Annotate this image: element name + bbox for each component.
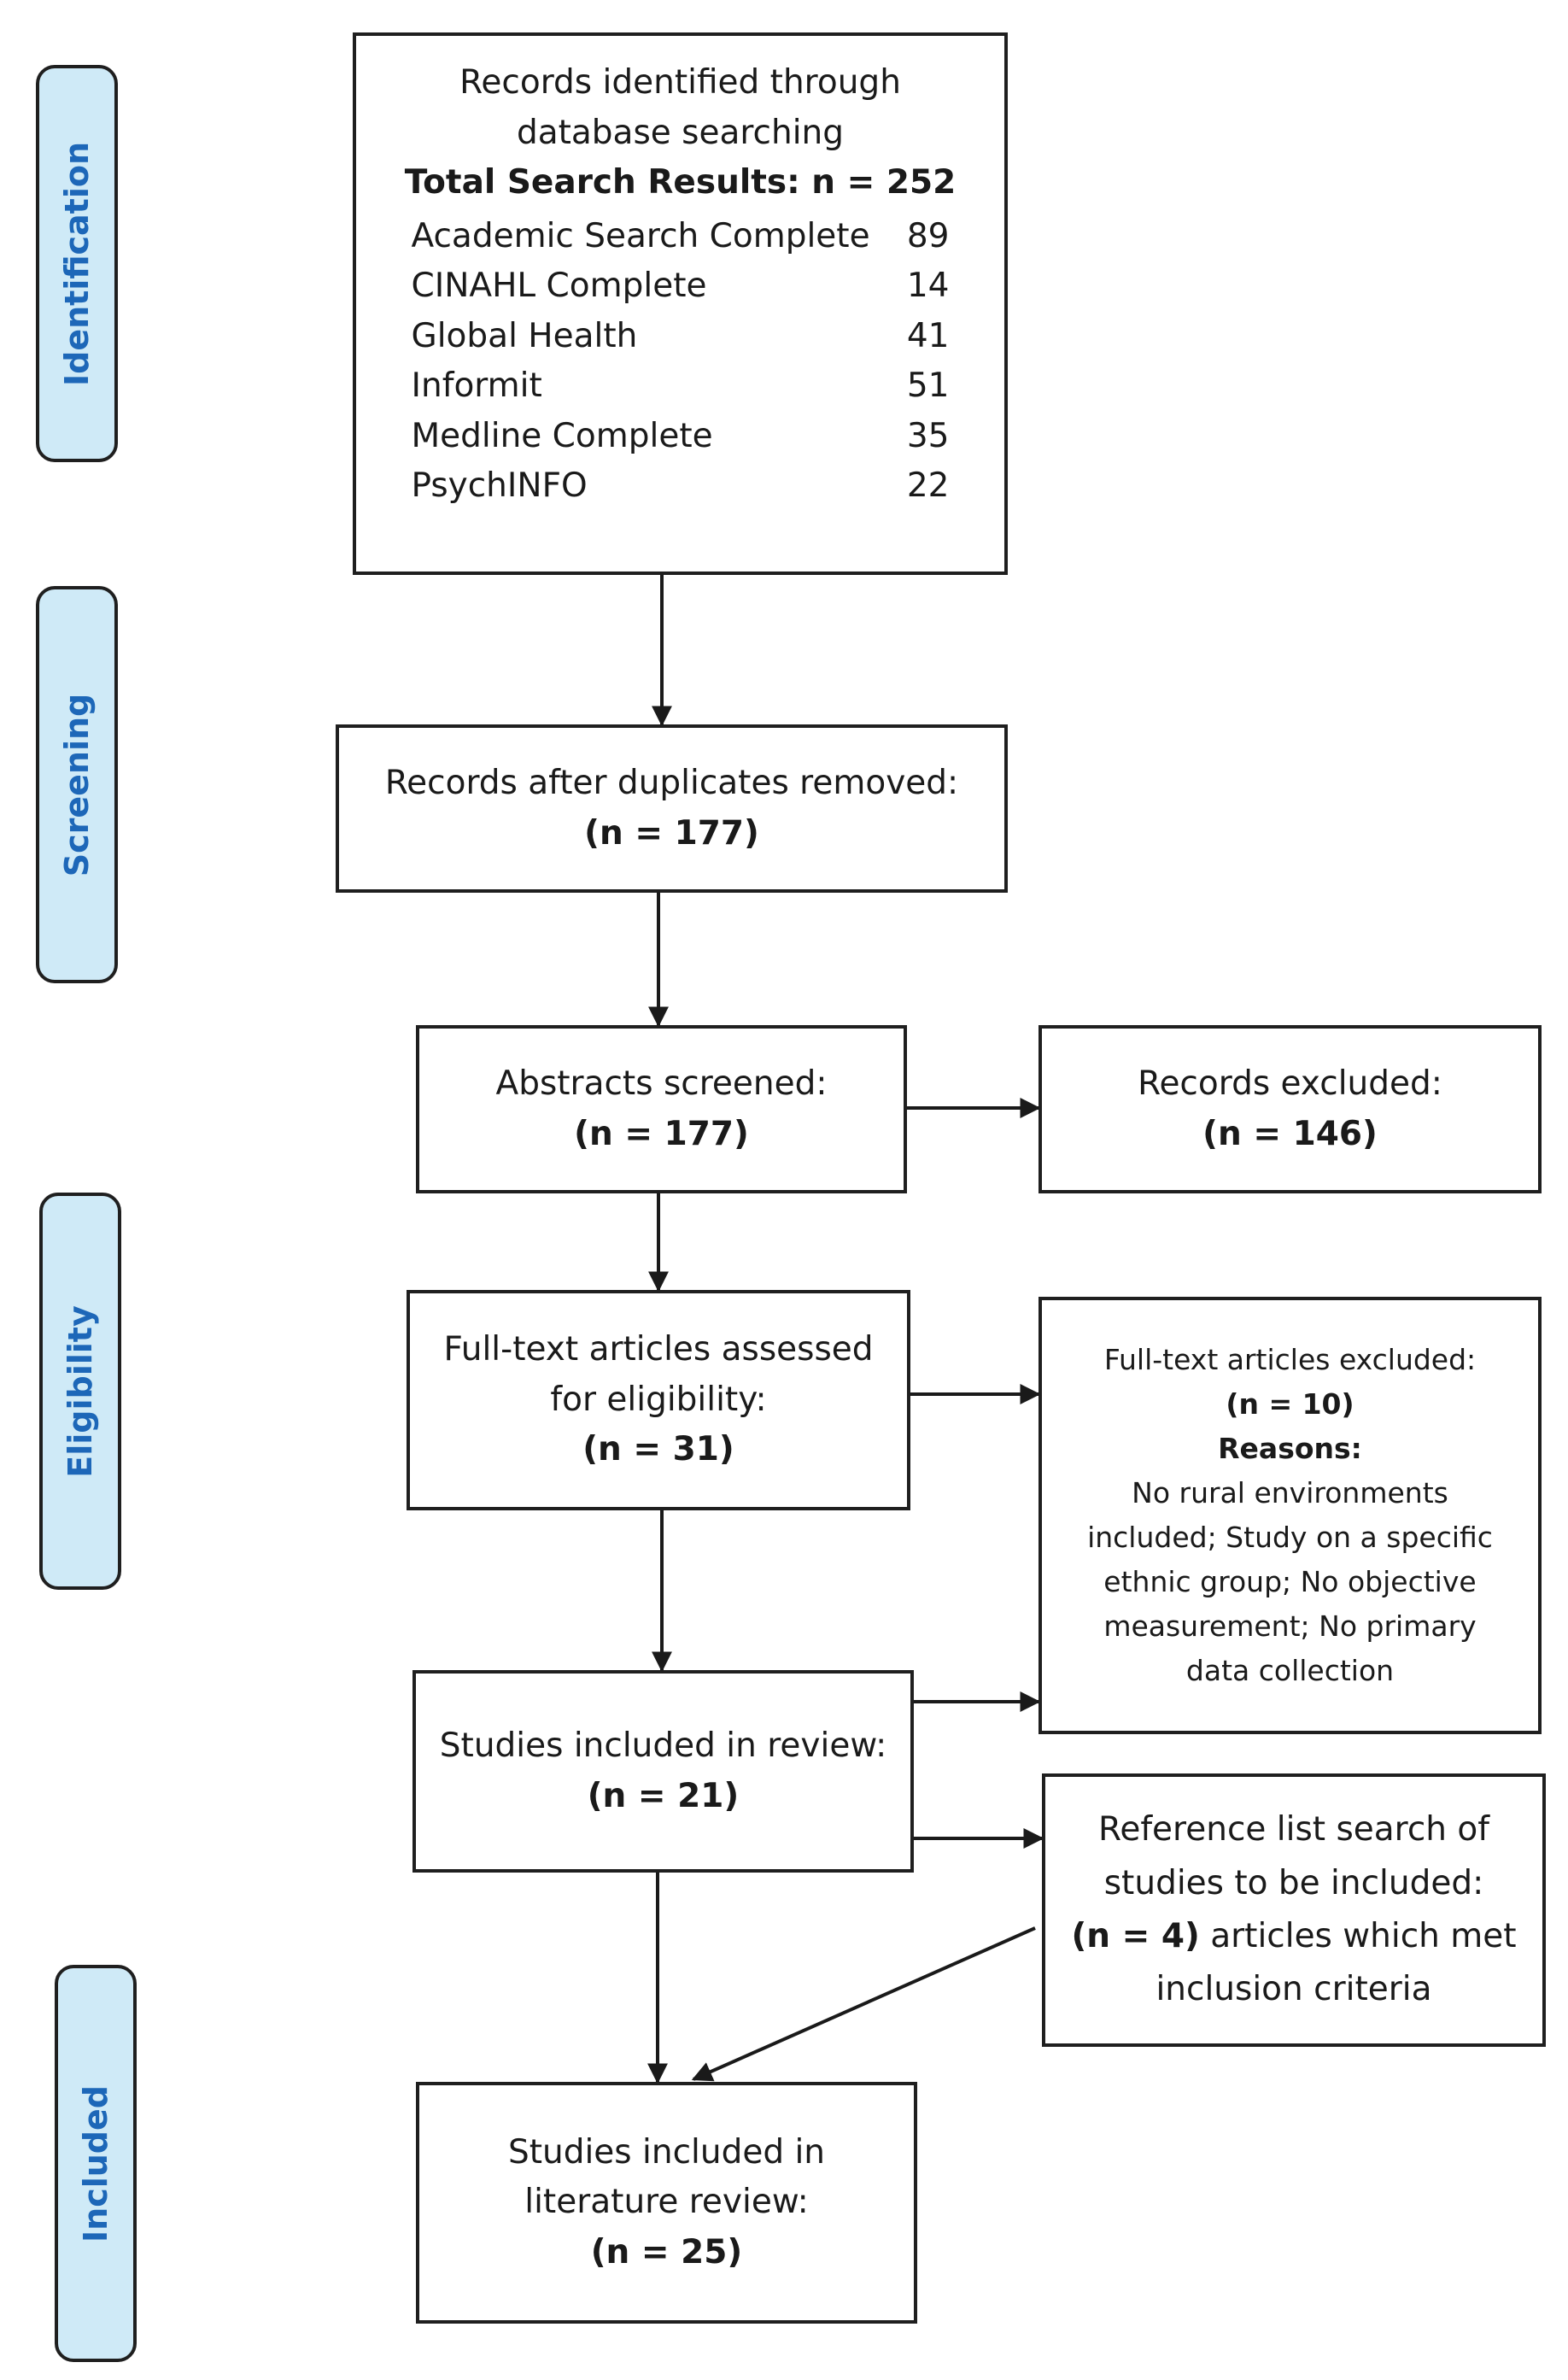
database-name: Medline Complete xyxy=(411,416,713,455)
exclusion-reason-line: No rural environments xyxy=(1132,1475,1448,1509)
database-name: Informit xyxy=(411,366,542,405)
reference-search-line3-rest: articles which met xyxy=(1199,1917,1517,1955)
database-name: CINAHL Complete xyxy=(411,267,707,305)
studies-included-review-label: Studies included in review: xyxy=(439,1726,887,1765)
abstracts-screened-box: Abstracts screened: (n = 177) xyxy=(416,1025,907,1193)
abstracts-screened-label: Abstracts screened: xyxy=(495,1064,828,1103)
studies-literature-line2: literature review: xyxy=(524,2183,809,2222)
fulltext-excluded-label: Full-text articles excluded: xyxy=(1103,1342,1477,1376)
fulltext-excluded-reasons-label: Reasons: xyxy=(1218,1431,1362,1465)
phase-included: Included xyxy=(55,1965,137,2362)
database-row: CINAHL Complete 14 xyxy=(412,261,950,312)
database-row: Global Health 41 xyxy=(412,312,950,362)
fulltext-assessed-line1: Full-text articles assessed xyxy=(443,1330,874,1369)
reference-list-search-box: Reference list search of studies to be i… xyxy=(1042,1773,1546,2047)
phase-included-label: Included xyxy=(77,2084,114,2242)
records-identified-line2: database searching xyxy=(516,113,845,152)
database-count: 41 xyxy=(906,316,950,355)
studies-included-review-count: (n = 21) xyxy=(587,1776,740,1815)
duplicates-removed-count: (n = 177) xyxy=(584,813,759,853)
database-list: Academic Search Complete 89 CINAHL Compl… xyxy=(412,212,950,512)
database-name: Academic Search Complete xyxy=(411,216,870,255)
phase-screening-label: Screening xyxy=(58,693,96,876)
database-count: 22 xyxy=(906,466,950,505)
database-row: Medline Complete 35 xyxy=(412,412,950,462)
fulltext-assessed-count: (n = 31) xyxy=(582,1430,734,1469)
reference-search-line4: inclusion criteria xyxy=(1156,1970,1432,2009)
database-name: PsychINFO xyxy=(411,466,588,505)
duplicates-removed-box: Records after duplicates removed: (n = 1… xyxy=(336,724,1008,893)
exclusion-reason-line: measurement; No primary xyxy=(1103,1609,1477,1644)
exclusion-reason-line: included; Study on a specific xyxy=(1087,1521,1493,1554)
database-count: 35 xyxy=(906,416,950,455)
exclusion-reason-line: ethnic group; No objective xyxy=(1103,1565,1477,1599)
phase-eligibility: Eligibility xyxy=(39,1193,121,1590)
database-row: Academic Search Complete 89 xyxy=(412,212,950,262)
total-search-results: Total Search Results: n = 252 xyxy=(404,163,957,202)
phase-screening: Screening xyxy=(36,586,118,983)
studies-included-review-box: Studies included in review: (n = 21) xyxy=(412,1670,914,1873)
studies-literature-count: (n = 25) xyxy=(590,2232,743,2272)
records-excluded-box: Records excluded: (n = 146) xyxy=(1039,1025,1542,1193)
fulltext-excluded-box: Full-text articles excluded: (n = 10) Re… xyxy=(1039,1297,1542,1734)
phase-identification-label: Identification xyxy=(58,141,96,386)
records-excluded-count: (n = 146) xyxy=(1202,1114,1378,1153)
studies-included-literature-box: Studies included in literature review: (… xyxy=(416,2082,917,2324)
reference-search-count: (n = 4) xyxy=(1071,1917,1200,1955)
studies-literature-line1: Studies included in xyxy=(507,2132,826,2172)
reference-search-line3: (n = 4) articles which met xyxy=(1071,1910,1516,1963)
reference-search-line1: Reference list search of xyxy=(1097,1810,1489,1849)
records-identified-box: Records identified through database sear… xyxy=(353,32,1008,575)
abstracts-screened-count: (n = 177) xyxy=(574,1114,749,1153)
fulltext-assessed-box: Full-text articles assessed for eligibil… xyxy=(407,1290,910,1510)
duplicates-removed-label: Records after duplicates removed: xyxy=(384,764,959,802)
exclusion-reason-line: data collection xyxy=(1185,1654,1395,1688)
database-row: PsychINFO 22 xyxy=(412,461,950,512)
arrow-reference-to-literature xyxy=(691,1926,1036,2082)
database-name: Global Health xyxy=(411,316,638,355)
database-count: 51 xyxy=(906,366,950,405)
reference-search-line2: studies to be included: xyxy=(1103,1863,1484,1902)
database-count: 14 xyxy=(906,267,950,305)
fulltext-excluded-count: (n = 10) xyxy=(1226,1386,1354,1421)
records-excluded-label: Records excluded: xyxy=(1138,1064,1442,1103)
records-identified-line1: Records identified through xyxy=(459,63,901,102)
database-row: Informit 51 xyxy=(412,361,950,412)
database-count: 89 xyxy=(906,216,950,255)
phase-identification: Identification xyxy=(36,65,118,462)
fulltext-assessed-line2: for eligibility: xyxy=(550,1380,767,1419)
phase-eligibility-label: Eligibility xyxy=(61,1304,99,1478)
